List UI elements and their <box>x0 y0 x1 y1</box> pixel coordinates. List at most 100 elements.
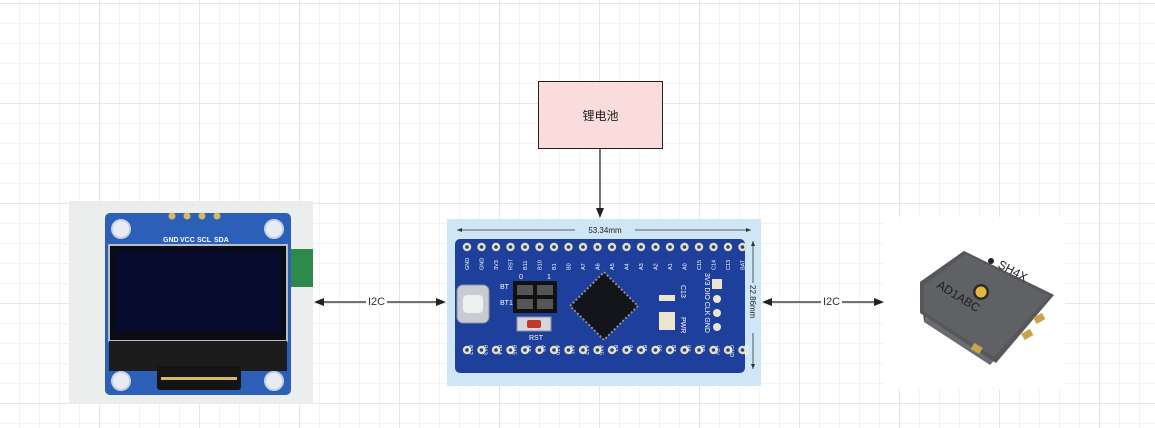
mcu-bottom-pin-label: B12 <box>467 345 473 355</box>
mcu-bottom-pin-label: A8 <box>525 345 531 352</box>
mcu-bottom-pin-label: B8 <box>685 345 691 352</box>
oled-pin-gnd: GND <box>163 237 179 244</box>
mcu-top-pin-label: A7 <box>581 263 587 270</box>
mcu-top-pin-hole <box>639 245 643 249</box>
mcu-top-pin-label: A1 <box>668 263 674 270</box>
mcu-silk-bt1: BT1 <box>500 300 513 307</box>
mcu-top-pin-label: RST <box>509 258 515 270</box>
mcu-board-illustration: 53.34mm 22.86mm GND GND 3V3 RST B11 B10 B1 B0 A7… <box>455 224 760 373</box>
sensor-chip-illustration: SH4X AD1ABC <box>920 251 1054 365</box>
oled-mcu-arrowhead-left <box>314 298 324 306</box>
mcu-bottom-pin-hole <box>552 348 556 352</box>
mcu-bottom-pin-label: B4 <box>627 345 633 352</box>
mcu-top-pin-label: C15 <box>697 260 703 270</box>
mcu-bottom-pin-hole <box>726 348 730 352</box>
mcu-top-pin-hole <box>523 245 527 249</box>
mcu-top-pin-label: A6 <box>596 263 602 270</box>
mcu-top-pin-label: A0 <box>683 263 689 270</box>
mcu-bottom-pin-hole <box>610 348 614 352</box>
mcu-top-pin-hole <box>740 245 745 249</box>
mcu-bottom-pin-label: B13 <box>482 345 488 355</box>
mcu-bottom-pin-hole <box>537 348 542 352</box>
mcu-top-pin-hole <box>595 245 600 249</box>
mcu-top-pin-label: B1 <box>552 263 558 270</box>
mcu-bottom-pin-hole <box>508 348 513 352</box>
mcu-sensor-connector-label: I2C <box>821 296 843 309</box>
mcu-width-dimension: 53.34mm <box>588 226 622 235</box>
mcu-bottom-pin-hole <box>494 348 498 352</box>
mcu-silk-c13: C13 <box>679 285 686 298</box>
mcu-top-pin-hole <box>494 245 498 249</box>
mcu-bottom-pin-hole <box>465 348 469 352</box>
battery-to-mcu-arrowhead <box>596 208 604 218</box>
mcu-top-pin-label: A3 <box>639 263 645 270</box>
mcu-top-pin-label: B10 <box>538 260 544 270</box>
mcu-bottom-pin-label: B6 <box>656 345 662 352</box>
mcu-sensor-arrowhead-right <box>874 298 884 306</box>
mcu-bottom-pin-hole <box>595 348 600 352</box>
mcu-bottom-pin-hole <box>653 348 658 352</box>
mcu-bottom-pin-label: B3 <box>612 345 618 352</box>
mcu-bottom-pin-label: B14 <box>496 345 502 355</box>
mcu-bottom-pin-label: B15 <box>511 345 517 355</box>
mcu-top-pin-hole <box>537 245 542 249</box>
mcu-silk-pwr: PWR <box>679 317 686 333</box>
mcu-bottom-pin-hole <box>682 348 687 352</box>
mcu-top-pin-label: BAT <box>741 259 747 270</box>
mcu-bottom-pin-label: 3V3 <box>743 345 749 355</box>
mcu-top-pin-hole <box>697 245 701 249</box>
oled-pin-vcc: VCC <box>180 237 195 244</box>
mcu-top-pin-label: GND <box>465 258 471 270</box>
mcu-bottom-pin-label: B9 <box>699 345 705 352</box>
mcu-height-dimension: 22.86mm <box>748 285 757 319</box>
oled-mcu-arrowhead-right <box>436 298 446 306</box>
mcu-bottom-pin-hole <box>668 348 672 352</box>
mcu-top-pin-label: C14 <box>712 260 718 270</box>
oled-display-image[interactable]: GND VCC SCL SDA <box>69 201 313 404</box>
mcu-bottom-pin-label: A12 <box>583 345 589 355</box>
mcu-top-pin-label: B0 <box>567 263 573 270</box>
mcu-sensor-arrowhead-left <box>762 298 772 306</box>
mcu-top-pin-hole <box>624 245 629 249</box>
mcu-silk-1: 1 <box>547 274 551 281</box>
mcu-bottom-pin-hole <box>581 348 585 352</box>
mcu-top-pin-label: GND <box>480 258 486 270</box>
mcu-bottom-pin-hole <box>740 348 745 352</box>
mcu-top-pin-hole <box>711 245 716 249</box>
mcu-bottom-pin-label: A11 <box>569 345 575 354</box>
mcu-top-pin-label: A4 <box>625 263 631 270</box>
mcu-top-pin-hole <box>479 245 484 249</box>
mcu-bottom-pin-hole <box>624 348 629 352</box>
mcu-bottom-pin-label: GND <box>728 345 734 357</box>
mcu-top-pin-hole <box>726 245 730 249</box>
mcu-top-pin-hole <box>653 245 658 249</box>
mcu-bottom-pin-hole <box>479 348 484 352</box>
battery-label: 锂电池 <box>582 108 619 123</box>
mcu-top-pin-hole <box>668 245 672 249</box>
mcu-top-pin-label: B11 <box>523 261 529 270</box>
mcu-top-pin-hole <box>508 245 513 249</box>
mcu-bottom-pin-hole <box>711 348 716 352</box>
mcu-bottom-pin-hole <box>697 348 701 352</box>
mcu-bottom-pin-label: +5V <box>714 345 720 355</box>
mcu-top-pin-hole <box>682 245 687 249</box>
battery-node[interactable]: 锂电池 <box>538 81 663 149</box>
mcu-board-image[interactable]: 53.34mm 22.86mm GND GND 3V3 RST B11 B10 B1 B0 A7… <box>447 219 761 386</box>
mcu-silk-0: 0 <box>519 274 523 281</box>
oled-pin-sda: SDA <box>214 237 229 244</box>
mcu-silk-swd: 3V3 DIO CLK GND <box>703 273 710 333</box>
oled-pin-scl: SCL <box>197 237 212 244</box>
mcu-top-pin-label: 3V3 <box>494 260 500 270</box>
mcu-top-pin-hole <box>581 245 585 249</box>
mcu-top-pin-hole <box>566 245 571 249</box>
mcu-top-pin-hole <box>610 245 614 249</box>
mcu-bottom-pin-label: B5 <box>641 345 647 352</box>
mcu-top-pin-hole <box>552 245 556 249</box>
oled-mcu-connector-label: I2C <box>366 296 388 309</box>
oled-display-illustration: GND VCC SCL SDA <box>105 212 313 395</box>
sensor-chip-image[interactable]: SH4X AD1ABC <box>884 217 1065 389</box>
mcu-bottom-pin-label: A10 <box>554 345 560 355</box>
